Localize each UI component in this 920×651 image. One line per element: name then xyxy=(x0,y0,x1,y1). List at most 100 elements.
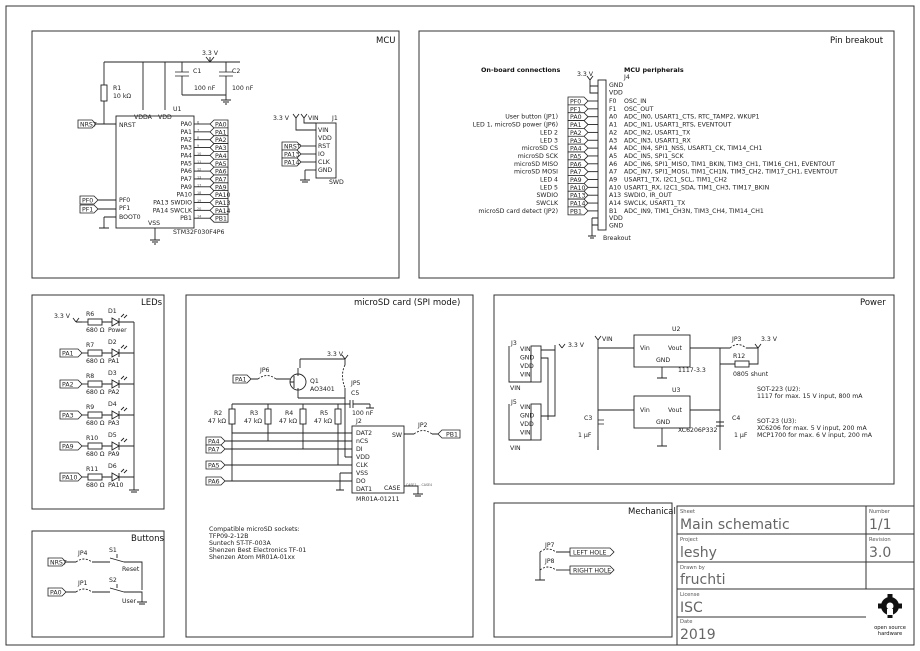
power-supply-label-b: 3.3 V xyxy=(761,336,778,343)
jp4-name: JP4 xyxy=(77,550,88,557)
breakout-function-pa1: ADC_IN1, USART1_RTS, EVENTOUT xyxy=(624,122,732,129)
u1-pin-number: 19 xyxy=(197,199,201,203)
oshw-line2: hardware xyxy=(878,631,902,637)
r1-value: 10 kΩ xyxy=(113,93,131,100)
drawn-value: fruchti xyxy=(680,572,726,588)
breakout-connection-pa14: SWCLK xyxy=(536,200,559,207)
j2-pin-di: DI xyxy=(356,446,363,453)
j3-pin-vin: VIN xyxy=(520,372,531,379)
flag-breakout-pa1 xyxy=(567,120,589,129)
led-diode-icon xyxy=(111,317,120,327)
flag-u1-pa3 xyxy=(209,143,229,152)
led-label: PA2 xyxy=(108,389,120,396)
flag-led-pa2-label: PA2 xyxy=(62,382,74,389)
c5-name: C5 xyxy=(351,390,359,397)
u2-pin-gnd: GND xyxy=(656,357,670,364)
jp8-jumper xyxy=(539,566,557,571)
flag-breakout-pa9 xyxy=(567,175,589,184)
flag-pf0 xyxy=(79,195,99,205)
u2-name: U2 xyxy=(672,326,681,333)
flag-breakout-pa5 xyxy=(567,151,589,161)
breakout-function-pa0: ADC_IN0, USART1_CTS, RTC_TAMP2, WKUP1 xyxy=(624,114,760,121)
u2-regulator xyxy=(633,334,691,368)
flag-breakout-pf0 xyxy=(567,96,589,106)
j3-power-connector xyxy=(530,345,542,383)
flag-breakout-pa2-label: PA2 xyxy=(570,130,582,137)
u1-mcu-chip xyxy=(115,115,195,229)
right-hole-label: RIGHT HOLE xyxy=(573,568,611,575)
led-label: Power xyxy=(108,327,127,334)
breakout-function-pf0: OSC_IN xyxy=(624,98,647,105)
flag-breakout-pa10-label: PA10 xyxy=(570,185,586,192)
j2-pin-vss: VSS xyxy=(356,470,368,477)
j4-pin-a2: A2 xyxy=(609,129,617,136)
number-value: 1/1 xyxy=(869,517,892,533)
flag-breakout-pa0 xyxy=(567,112,589,122)
flag-led-pa3 xyxy=(59,410,83,420)
breakout-function-pb1: ADC_IN9, TIM1_CH3N, TIM3_CH4, TIM14_CH1 xyxy=(624,208,764,215)
flag-pf1-label: PF1 xyxy=(82,207,93,214)
led-resistor xyxy=(87,411,103,419)
breakout-frame xyxy=(418,30,895,279)
j2-part: MR01A-01211 xyxy=(356,496,400,503)
j1-pin-gnd: GND xyxy=(318,167,332,174)
drawn-label: Drawn by xyxy=(680,565,705,571)
flag-led-pa10 xyxy=(59,472,83,482)
j3-pin-gnd: GND xyxy=(520,355,534,362)
flag-u1-pa9 xyxy=(209,182,229,192)
breakout-function-pa6: ADC_IN6, SPI1_MISO, TIM1_BKIN, TIM3_CH1,… xyxy=(624,161,835,168)
u2-pin-vout: Vout xyxy=(668,345,682,352)
pullup-value: 47 kΩ xyxy=(244,418,262,425)
pullup-name: R3 xyxy=(250,410,258,417)
j4-breakout-connector xyxy=(597,79,607,231)
title-block: Sheet Main schematic Number 1/1 Project … xyxy=(676,505,915,646)
c1-name: C1 xyxy=(193,68,201,75)
flag-u1-pa0-label: PA0 xyxy=(215,122,227,129)
breakout-connection-pa1: LED 1, microSD power (JP6) xyxy=(473,122,558,129)
s1-reset-switch[interactable] xyxy=(109,554,125,563)
led-diode-name: D6 xyxy=(108,463,117,470)
j4-pin-a3: A3 xyxy=(609,137,617,144)
j3-pin-vdd: VDD xyxy=(520,363,534,370)
flag-u1-pa1-label: PA1 xyxy=(215,129,227,136)
sheet-frame xyxy=(5,5,915,646)
flag-u1-pa14 xyxy=(209,205,229,215)
j3-pin-vin: VIN xyxy=(520,346,531,353)
u1-pin-pa14: PA14 SWCLK xyxy=(153,207,193,214)
flag-breakout-pa4 xyxy=(567,143,589,153)
flag-j1-pa13-label: PA13 xyxy=(284,152,300,159)
j2-pin-sw: SW xyxy=(392,432,402,439)
c2-value: 100 nF xyxy=(232,85,254,92)
jp7-jumper xyxy=(539,548,557,553)
project-value: leshy xyxy=(680,545,717,561)
flag-u1-pa10 xyxy=(209,190,229,200)
led-resistor-value: 680 Ω xyxy=(86,389,105,396)
flag-u1-pa5-label: PA5 xyxy=(215,161,227,168)
jp6-name: JP6 xyxy=(259,367,270,374)
flag-breakout-pb1 xyxy=(567,206,589,216)
led-diode-icon xyxy=(111,410,120,420)
flag-microsd-pb1 xyxy=(437,429,461,439)
c1-value: 100 nF xyxy=(194,85,216,92)
u1-pin-number: 17 xyxy=(197,183,201,187)
breakout-function-pa13: SWDIO, IR_OUT xyxy=(624,192,672,199)
power-supply-label-a: 3.3 V xyxy=(568,342,585,349)
mcu-supply-label: 3.3 V xyxy=(202,50,219,57)
j2-pin-dat2: DAT2 xyxy=(356,430,372,437)
breakout-function-pa5: ADC_IN5, SPI1_SCK xyxy=(624,153,684,160)
power-vin-label: VIN xyxy=(602,336,613,343)
u1-pin-pa9: PA9 xyxy=(180,184,192,191)
u3-pin-gnd: GND xyxy=(656,419,670,426)
u1-pin-pa2: PA2 xyxy=(180,137,192,144)
c5-capacitor xyxy=(345,400,374,409)
pullup-resistor-r3 xyxy=(264,408,272,425)
buttons-section: Buttons NRST JP4 S1 Reset PA0 JP1 S2 Use… xyxy=(31,530,165,638)
r12-name: R12 xyxy=(733,353,745,360)
flag-microsd-pb1-label: PB1 xyxy=(446,432,458,439)
pullup-resistor-r2 xyxy=(228,408,236,425)
s2-user-switch[interactable] xyxy=(109,584,125,593)
j2-name: J2 xyxy=(355,418,362,425)
mechanical-frame xyxy=(493,502,673,638)
